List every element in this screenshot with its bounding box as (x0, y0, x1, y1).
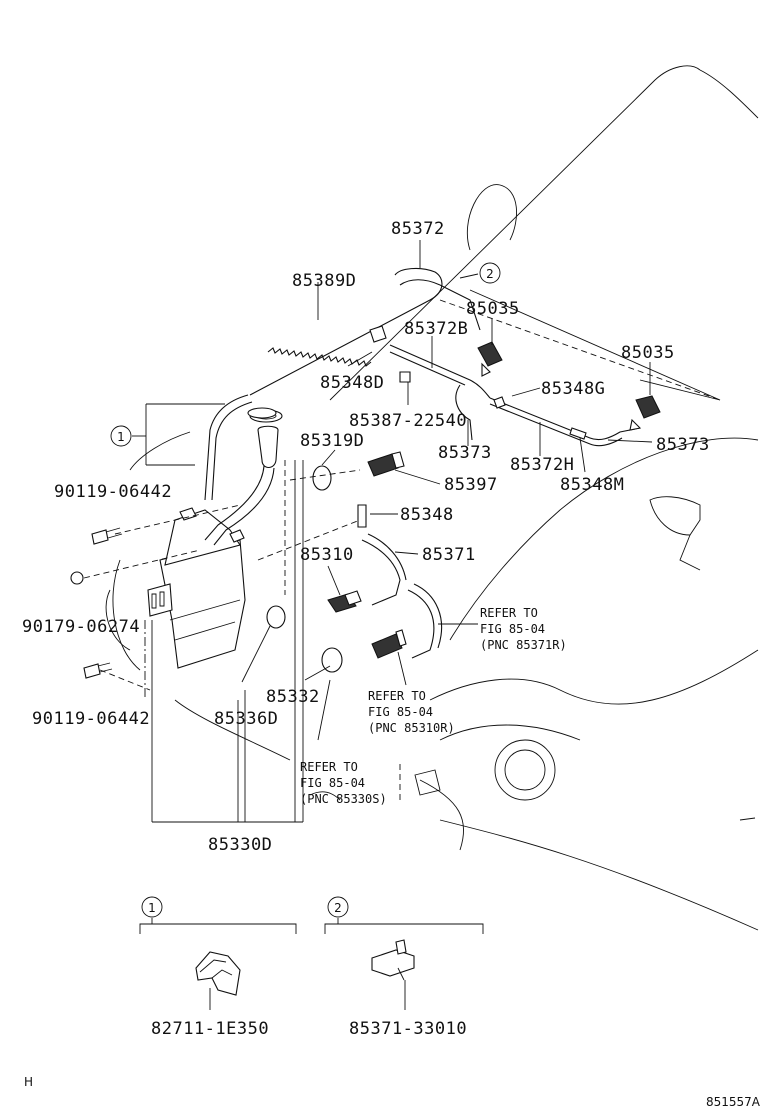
legend-callout-2: 2 (327, 896, 349, 918)
label-85397: 85397 (444, 475, 498, 495)
svg-text:(PNC 85371R): (PNC 85371R) (480, 638, 567, 652)
svg-text:2: 2 (334, 901, 342, 915)
label-85389D: 85389D (292, 271, 356, 291)
washer-tank (70, 407, 443, 679)
svg-text:REFER TO: REFER TO (300, 760, 358, 774)
svg-text:FIG 85-04: FIG 85-04 (480, 622, 545, 636)
callout-2: 2 (479, 262, 501, 284)
footer-mark: H (24, 1075, 33, 1089)
svg-text:FIG 85-04: FIG 85-04 (300, 776, 365, 790)
label-85348D: 85348D (320, 373, 384, 393)
label-90179-06274: 90179-06274 (22, 617, 140, 637)
label-82711-1E350: 82711-1E350 (151, 1019, 269, 1039)
refer-note-85310R: REFER TO FIG 85-04 (PNC 85310R) (368, 689, 455, 735)
label-85387-22540: 85387-22540 (349, 411, 467, 431)
svg-text:(PNC 85310R): (PNC 85310R) (368, 721, 455, 735)
label-85372: 85372 (391, 219, 445, 239)
leader-lines (83, 240, 653, 1010)
label-85348M: 85348M (560, 475, 624, 495)
label-85310: 85310 (300, 545, 354, 565)
svg-text:REFER TO: REFER TO (368, 689, 426, 703)
label-85371: 85371 (422, 545, 476, 565)
refer-note-85330S: REFER TO FIG 85-04 (PNC 85330S) (300, 760, 387, 806)
label-85336D: 85336D (214, 709, 278, 729)
washer-hoses (204, 267, 661, 501)
label-85371-33010: 85371-33010 (349, 1019, 467, 1039)
label-85035-a: 85035 (466, 299, 520, 319)
drawing-id: 851557A (706, 1095, 760, 1109)
label-85330D: 85330D (208, 835, 272, 855)
svg-text:2: 2 (486, 267, 494, 281)
svg-text:REFER TO: REFER TO (480, 606, 538, 620)
label-90119-06442-b: 90119-06442 (32, 709, 150, 729)
label-85372B: 85372B (404, 319, 468, 339)
svg-text:1: 1 (117, 430, 125, 444)
label-85332: 85332 (266, 687, 320, 707)
detail-clips (195, 939, 415, 996)
svg-text:FIG 85-04: FIG 85-04 (368, 705, 433, 719)
label-85348: 85348 (400, 505, 454, 525)
svg-text:1: 1 (148, 901, 156, 915)
label-85373-a: 85373 (438, 443, 492, 463)
label-85319D: 85319D (300, 431, 364, 451)
legend-callout-1: 1 (141, 896, 163, 918)
callout-1: 1 (110, 425, 132, 447)
part-labels: 85372 85389D 85035 85372B 85035 85348D 8… (22, 219, 710, 1039)
label-90119-06442-a: 90119-06442 (54, 482, 172, 502)
label-85372H: 85372H (510, 455, 574, 475)
refer-note-85371R: REFER TO FIG 85-04 (PNC 85371R) (480, 606, 567, 652)
label-85373-b: 85373 (656, 435, 710, 455)
label-85035-b: 85035 (621, 343, 675, 363)
vehicle-outline (105, 65, 759, 931)
label-85348G: 85348G (541, 379, 605, 399)
svg-text:(PNC 85330S): (PNC 85330S) (300, 792, 387, 806)
